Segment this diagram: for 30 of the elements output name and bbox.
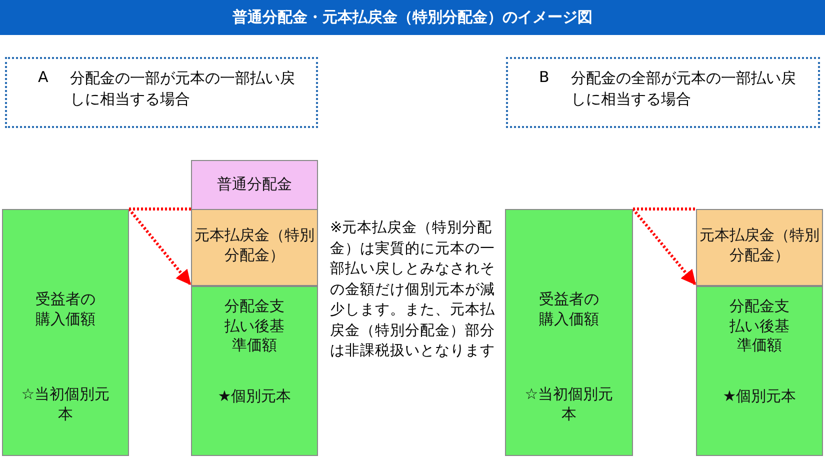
box-text: ☆当初個別元本 — [524, 385, 614, 424]
box-text: ★個別元本 — [722, 387, 798, 406]
note-text: ※元本払戻金（特別分配金）は実質的に元本の一部払い戻しとみなされその金額だけ個別元本が減少します。また、元本払戻金（特別分配金）部分は非課税扱いとなります — [330, 219, 496, 361]
arrow — [128, 208, 192, 286]
box-text: 普通分配金 — [216, 175, 293, 194]
box-text: ☆当初個別元本 — [20, 385, 111, 424]
case-panel — [506, 57, 820, 128]
principal-return-box — [696, 209, 823, 286]
case-description: 分配金の全部が元本の一部払い戻しに相当する場合 — [571, 68, 797, 110]
case-description: 分配金の一部が元本の一部払い戻しに相当する場合 — [70, 68, 296, 110]
box-text: 分配金支払い後基準価額 — [224, 297, 286, 356]
box-text: ★個別元本 — [216, 387, 292, 406]
case-letter: A — [38, 68, 48, 86]
value-bar — [505, 209, 633, 456]
dotted-connector — [129, 208, 191, 210]
distribution-box — [191, 160, 318, 210]
box-text: 元本払戻金（特別分配金） — [698, 226, 820, 265]
title-bar: 普通分配金・元本払戻金（特別分配金）のイメージ図 — [0, 0, 825, 35]
value-bar — [2, 209, 129, 456]
dotted-connector — [633, 208, 696, 210]
value-bar — [696, 286, 823, 456]
box-text: 受益者の購入価額 — [34, 290, 96, 329]
value-bar — [191, 286, 318, 456]
case-letter: B — [539, 68, 550, 86]
box-text: 受益者の購入価額 — [538, 290, 600, 329]
arrow — [632, 208, 696, 286]
box-text: 元本払戻金（特別分配金） — [194, 226, 316, 265]
principal-return-box — [191, 209, 318, 286]
box-text: 分配金支払い後基準価額 — [728, 297, 790, 356]
case-panel — [5, 57, 318, 128]
